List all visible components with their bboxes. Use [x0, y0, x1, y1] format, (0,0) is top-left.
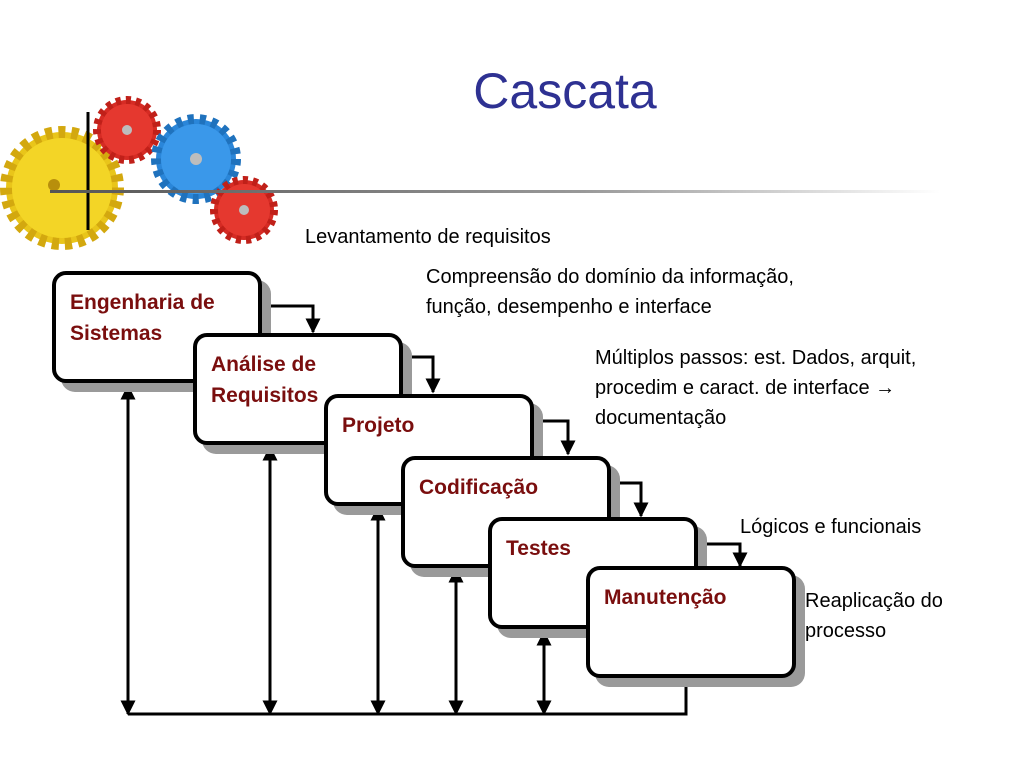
phase-manutencao: Manutenção [586, 566, 796, 678]
phase-label: Codificação [419, 476, 539, 499]
phase-label: Engenharia de Sistemas [70, 291, 215, 345]
small-red-gear-icon [210, 176, 278, 244]
gears-logo-icon [0, 96, 278, 250]
note-logicos: Lógicos e funcionais [740, 516, 922, 538]
phase-label: Projeto [342, 414, 415, 437]
connector-1-2 [262, 304, 321, 334]
feedback-bus [128, 678, 688, 716]
phase-label: Testes [506, 537, 571, 560]
page-title: Cascata [473, 63, 657, 119]
connector-5-6 [697, 542, 748, 568]
connector-4-5 [610, 481, 649, 518]
note-compreensao: Compreensão do domínio da informação, fu… [426, 266, 794, 318]
connector-3-4 [533, 419, 576, 456]
title-rule [50, 190, 940, 193]
phase-label: Manutenção [604, 586, 727, 609]
red-gear-icon [93, 96, 161, 164]
note-levantamento: Levantamento de requisitos [305, 226, 551, 248]
phase-label: Análise de Requisitos [211, 353, 319, 407]
blue-gear-icon [151, 114, 241, 204]
note-multiplos: Múltiplos passos: est. Dados, arquit, pr… [595, 347, 917, 429]
note-reaplicacao: Reaplicação do processo [805, 590, 943, 642]
connector-2-3 [403, 355, 441, 394]
